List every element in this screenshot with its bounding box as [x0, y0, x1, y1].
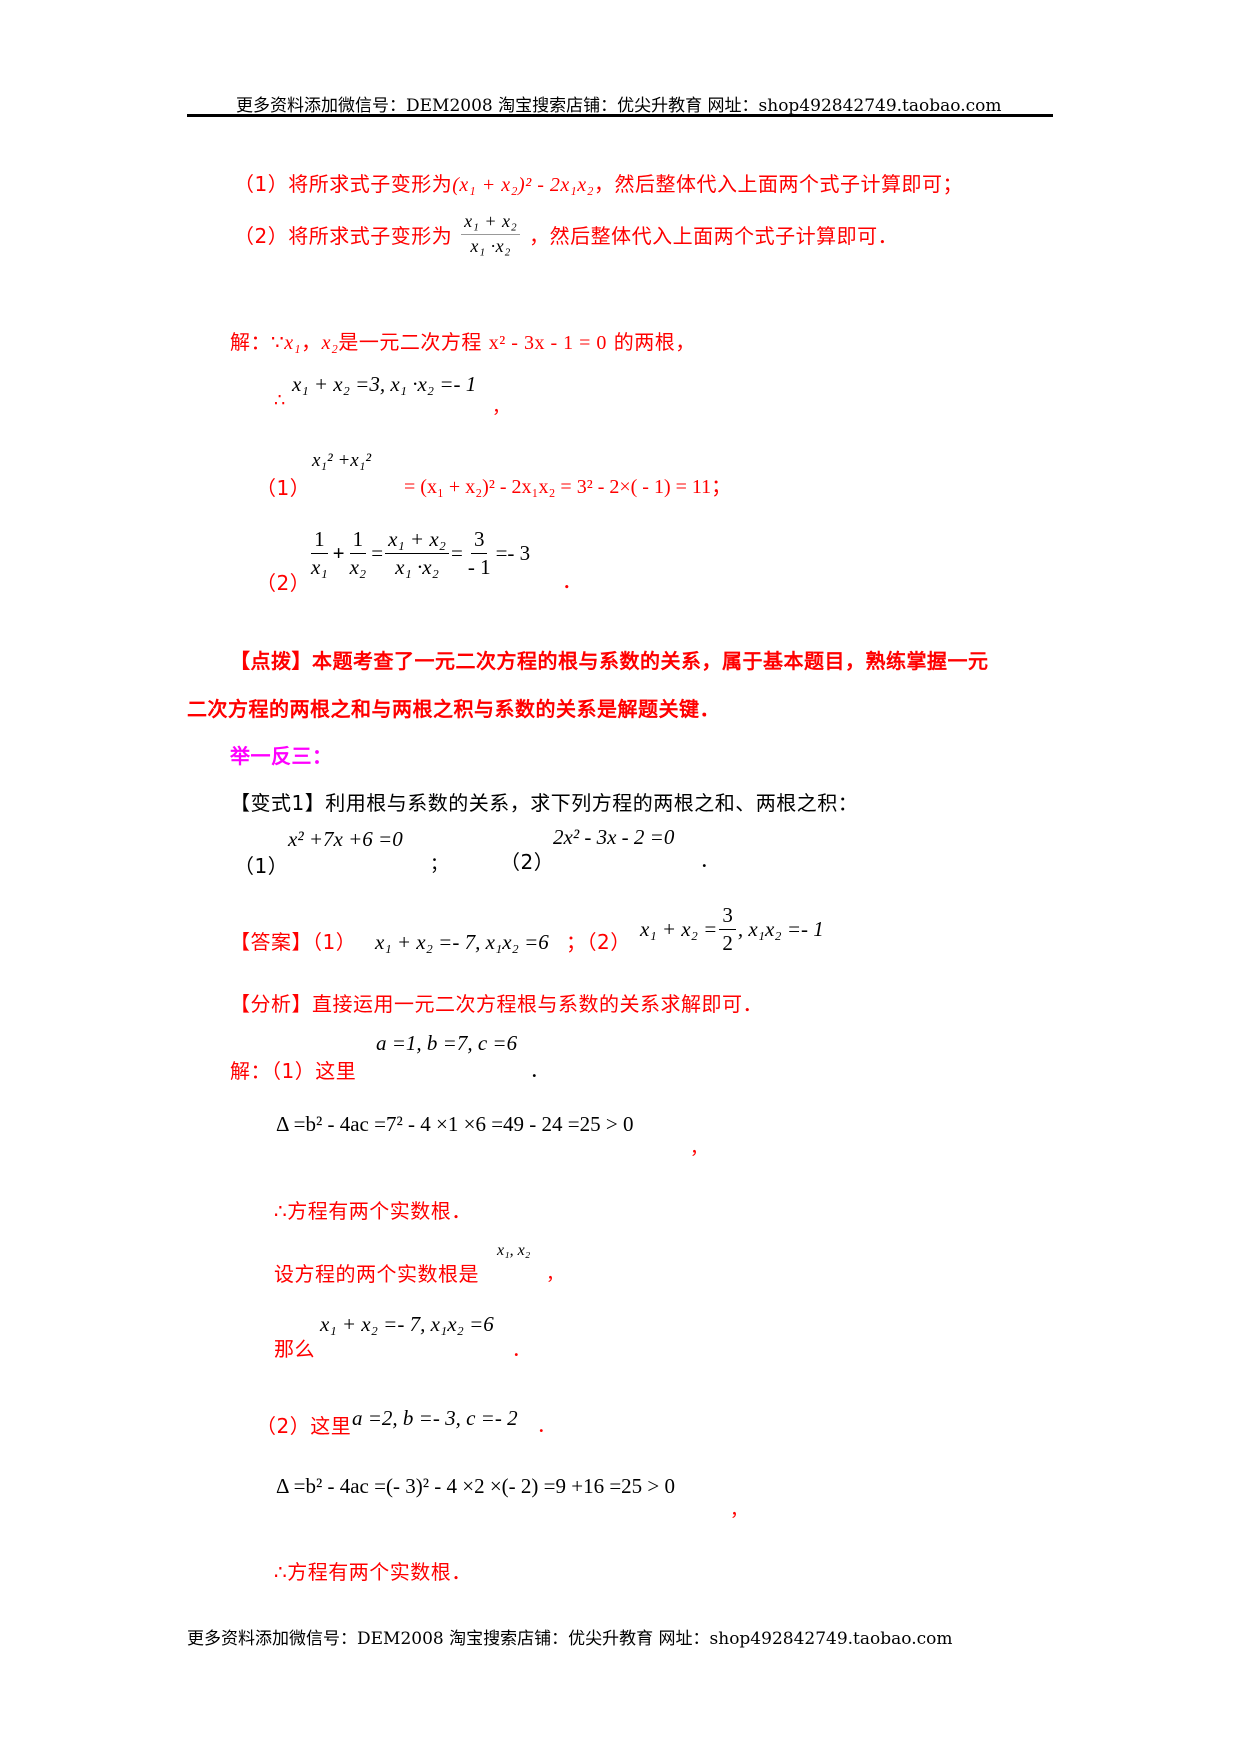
- variant-prompt: 【变式1】利用根与系数的关系，求下列方程的两根之和、两根之积：: [230, 787, 858, 816]
- tip-line-1: 【点拨】本题考查了一元二次方程的根与系数的关系，属于基本题目，熟练掌握一元: [230, 645, 989, 674]
- step2-fraction: x₁ + x₂ x₁ ·x₂: [461, 211, 521, 257]
- solution2-p1-then-end: ．: [512, 1340, 530, 1361]
- page-header: 更多资料添加微信号：DEM2008 淘宝搜索店铺：优尖升教育 网址：shop49…: [236, 96, 1002, 116]
- answer-label-text: 【答案】: [230, 930, 312, 954]
- answer-2-label: ；（2）: [566, 926, 631, 955]
- variant-text: 利用根与系数的关系，求下列方程的两根之和、两根之积：: [325, 791, 859, 815]
- step2-suffix: ，然后整体代入上面两个式子计算即可．: [529, 223, 899, 248]
- solution2-p1-prefix: 解：（1）这里: [230, 1059, 357, 1083]
- equals-sign: =: [450, 541, 463, 566]
- analysis-2-label: 【分析】: [230, 992, 312, 1016]
- intro-mid: 是一元二次方程: [338, 330, 482, 354]
- variant-label: 【变式1】: [230, 791, 326, 815]
- answer-1-label: （1）: [312, 930, 357, 954]
- solution2-p2-delta-end: ，: [730, 1500, 748, 1521]
- intro-suffix: 的两根，: [613, 330, 696, 354]
- solution2-p1-conclusion: ∴方程有两个实数根．: [274, 1199, 472, 1223]
- result: =- 3: [495, 541, 531, 566]
- plus-sign: +: [332, 541, 345, 566]
- tip-label: 【点拨】: [230, 649, 312, 673]
- question-1-label: （1）: [234, 854, 289, 878]
- answer-1-expr: x₁ + x₂ =- 7, x₁x₂ =6: [375, 930, 549, 954]
- denominator: x₁: [311, 555, 328, 580]
- denominator: 2: [722, 931, 733, 956]
- numerator: 3: [719, 903, 736, 931]
- tip-line-2: 二次方程的两根之和与两根之积与系数的关系是解题关键．: [187, 697, 720, 721]
- analysis-step-1: （1）将所求式子变形为(x₁ + x₂)² - 2x₁x₂，然后整体代入上面两个…: [234, 168, 963, 197]
- analysis-2: 【分析】直接运用一元二次方程根与系数的关系求解即可．: [230, 988, 763, 1017]
- solution2-p2-delta: Δ =b² - 4ac =(- 3)² - 4 ×2 ×(- 2) =9 +16…: [276, 1474, 676, 1498]
- question-2-equation: 2x² - 3x - 2 =0: [553, 825, 675, 849]
- analysis-step-2: （2）将所求式子变形为 x₁ + x₂ x₁ ·x₂ ，然后整体代入上面两个式子…: [234, 211, 899, 257]
- step2-prefix: （2）将所求式子变形为: [234, 223, 453, 248]
- vieta-formulas: x₁ + x₂ =3, x₁ ·x₂ =- 1: [292, 372, 477, 396]
- solution-intro: 解：∵x₁，x₂是一元二次方程 x² - 3x - 1 = 0 的两根，: [230, 326, 696, 355]
- intro-prefix: 解：∵: [230, 330, 285, 354]
- question-2-end: ．: [700, 851, 718, 872]
- step1-suffix: ，然后整体代入上面两个式子计算即可；: [594, 172, 964, 196]
- answer-2-label-text: （2）: [586, 930, 631, 954]
- fraction-3-over-neg1: 3- 1: [465, 527, 494, 580]
- solution2-p1-coeffs: a =1, b =7, c =6: [376, 1031, 518, 1055]
- solution2-p2-end: ．: [537, 1416, 555, 1437]
- step1-expr: (x₁ + x₂)² - 2x₁x₂: [452, 174, 595, 196]
- solution2-p2-prefix: （2）这里: [256, 1414, 352, 1438]
- solution2-p1-then-prefix: 那么: [274, 1337, 315, 1361]
- intro-sep: ，: [301, 330, 322, 354]
- answer-separator: ；: [566, 930, 587, 954]
- vieta-comma: ，: [492, 397, 510, 418]
- numerator: 3: [470, 527, 488, 555]
- intro-x2: x₂: [321, 332, 339, 354]
- solution2-p1-roots: x₁, x₂: [497, 1242, 531, 1259]
- solution2-p1-end: ．: [530, 1061, 548, 1082]
- fraction-denominator: x₁ ·x₂: [470, 235, 511, 256]
- header-rule: [187, 114, 1053, 117]
- intro-equation: x² - 3x - 1 = 0: [488, 332, 607, 354]
- answer-label: 【答案】（1）: [230, 926, 356, 955]
- solution2-p1-roots-end: ，: [546, 1264, 564, 1285]
- question-1-equation: x² +7x +6 =0: [288, 827, 403, 851]
- practice-heading: 举一反三：: [230, 744, 333, 768]
- solution2-p1-roots-prefix: 设方程的两个实数根是: [274, 1262, 479, 1286]
- tip-text-1: 本题考查了一元二次方程的根与系数的关系，属于基本题目，熟练掌握一元: [312, 649, 989, 673]
- part2-end: ．: [562, 569, 582, 593]
- answer-2-lhs: x₁ + x₂ =: [640, 917, 718, 942]
- analysis-2-text: 直接运用一元二次方程根与系数的关系求解即可．: [312, 992, 763, 1016]
- denominator: - 1: [467, 555, 491, 580]
- question-2-label: （2）: [500, 850, 555, 874]
- solution2-p2-coeffs: a =2, b =- 3, c =- 2: [352, 1406, 518, 1430]
- question-1-end: ；: [430, 854, 448, 875]
- numerator: 1: [349, 527, 367, 555]
- solution2-p1-then: x₁ + x₂ =- 7, x₁x₂ =6: [320, 1312, 494, 1336]
- denominator: x₁ ·x₂: [395, 555, 439, 580]
- therefore-symbol: ∴: [274, 390, 286, 411]
- part2-label: （2）: [256, 571, 311, 595]
- solution2-p1-delta: Δ =b² - 4ac =7² - 4 ×1 ×6 =49 - 24 =25 >…: [276, 1112, 634, 1136]
- part1-rhs: = (x₁ + x₂)² - 2x₁x₂ = 3² - 2×( - 1) = 1…: [404, 476, 732, 498]
- denominator: x₂: [349, 555, 367, 580]
- numerator: 1: [311, 527, 328, 555]
- part1-lhs: x₁² +x₁²: [312, 450, 372, 471]
- solution2-p1-delta-end: ，: [690, 1138, 708, 1159]
- page-footer: 更多资料添加微信号：DEM2008 淘宝搜索店铺：优尖升教育 网址：shop49…: [187, 1629, 953, 1649]
- part1-label: （1）: [256, 476, 311, 500]
- intro-x1: x₁: [284, 332, 302, 354]
- fraction-numerator: x₁ + x₂: [461, 211, 521, 235]
- solution2-p2-conclusion: ∴方程有两个实数根．: [274, 1560, 472, 1584]
- step1-prefix: （1）将所求式子变形为: [234, 172, 453, 196]
- answer-2-rhs: , x₁x₂ =- 1: [737, 917, 824, 942]
- equals-sign: =: [371, 541, 384, 566]
- numerator: x₁ + x₂: [385, 527, 449, 555]
